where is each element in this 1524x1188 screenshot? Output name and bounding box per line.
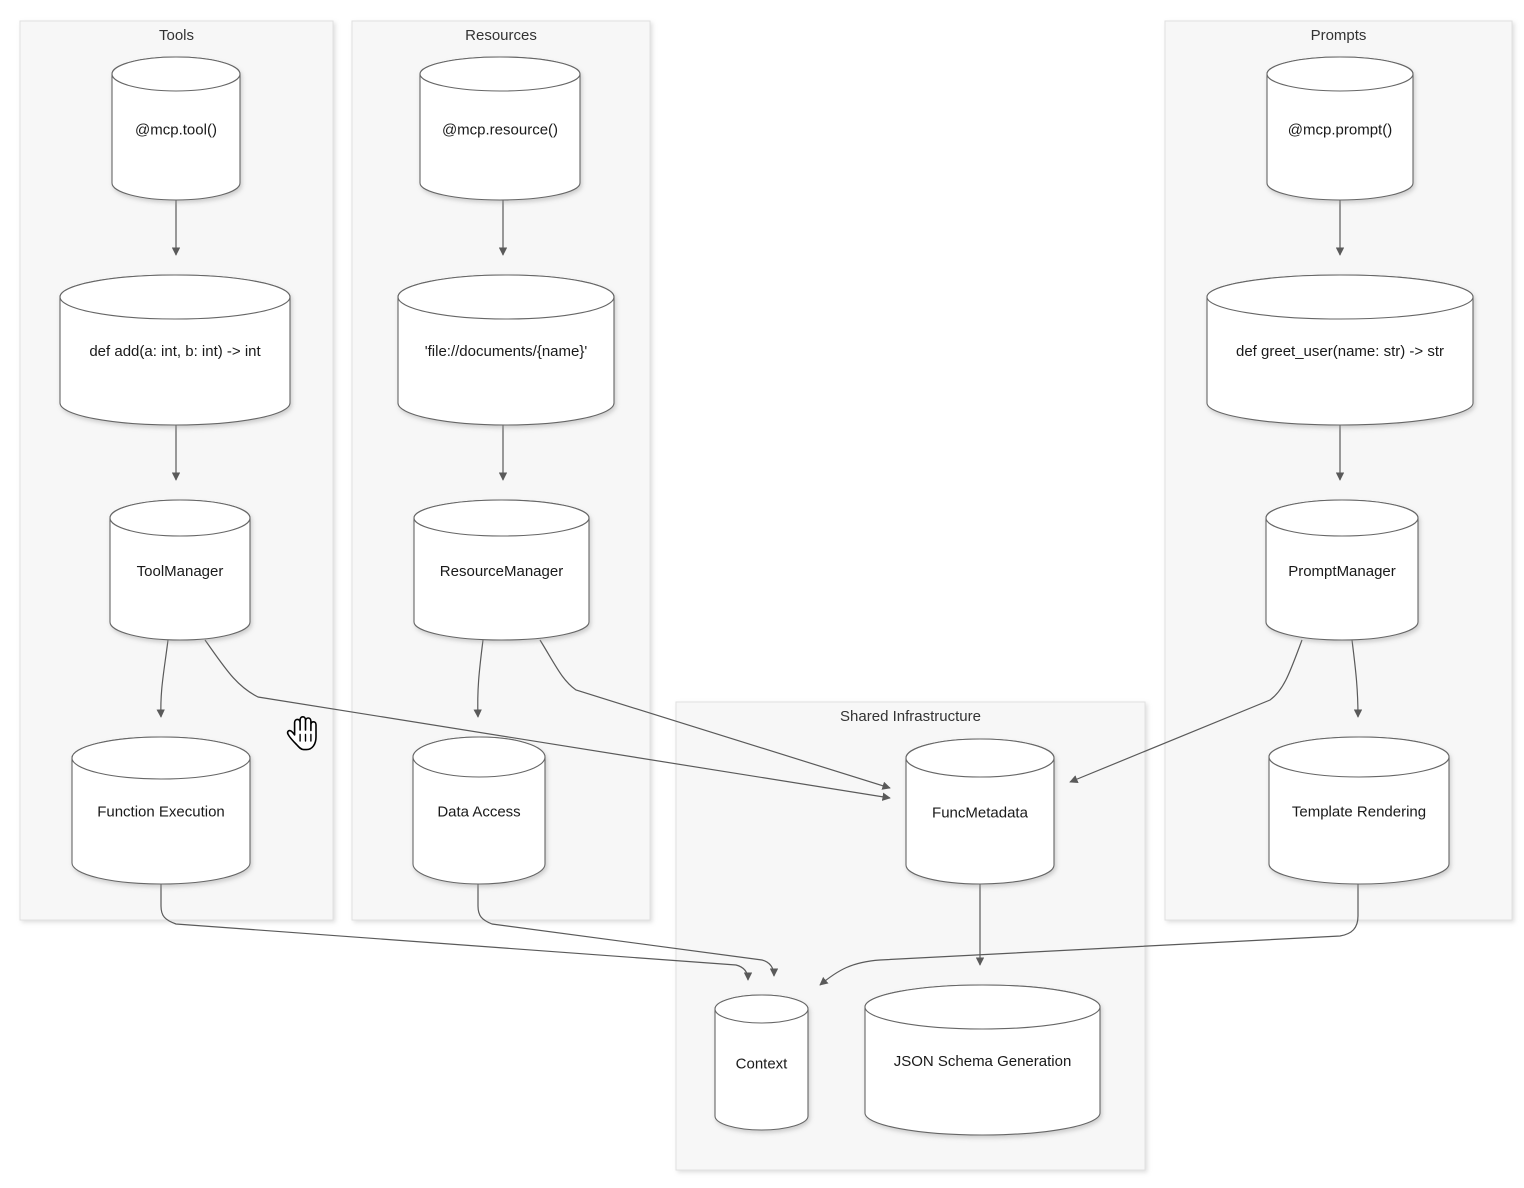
edge-resource-mgr-to-func-metadata [539,639,891,790]
edge-tool-manager-to-func-metadata [204,639,891,801]
node-label: def add(a: int, b: int) -> int [89,343,261,360]
node-label: Data Access [437,803,520,820]
edge-tool-manager-to-function-exec [156,639,169,718]
node-label: @mcp.prompt() [1288,121,1392,138]
edge-data-access-to-context [477,884,779,977]
edge-prompt-mgr-to-func-metadata [1069,639,1303,784]
node-tool-manager[interactable]: ToolManager [109,499,251,641]
node-context[interactable]: Context [714,994,809,1131]
node-mcp-resource[interactable]: @mcp.resource() [419,56,581,201]
cylinder-top [413,499,590,537]
node-label: FuncMetadata [932,804,1029,821]
node-func-metadata[interactable]: FuncMetadata [905,738,1055,885]
node-label: ToolManager [137,563,224,580]
edge-function-exec-to-context [160,884,753,981]
node-json-schema[interactable]: JSON Schema Generation [864,984,1101,1136]
cylinder-top [864,984,1101,1030]
cylinder-top [905,738,1055,778]
node-label: ResourceManager [440,563,563,580]
node-data-access[interactable]: Data Access [412,736,546,885]
node-label: Function Execution [97,803,225,820]
node-label: Template Rendering [1292,803,1426,820]
edge-prompt-mgr-to-template-rend [1351,639,1363,718]
cylinder-top [71,736,251,780]
edge-resource-mgr-to-data-access [473,639,484,718]
node-label: 'file://documents/{name}' [425,343,588,360]
edges [156,200,1363,986]
cylinder-top [1268,736,1450,778]
group-title-tools: Tools [159,27,194,44]
cylinder-top [1266,56,1414,92]
node-file-uri[interactable]: 'file://documents/{name}' [397,274,615,426]
cylinder-top [714,994,809,1024]
node-mcp-prompt[interactable]: @mcp.prompt() [1266,56,1414,201]
node-label: PromptManager [1288,563,1396,580]
nodes: @mcp.tool() def add(a: int, b: int) -> in… [59,56,1474,1136]
node-label: def greet_user(name: str) -> str [1236,343,1444,360]
cylinder-top [111,56,241,92]
node-resource-mgr[interactable]: ResourceManager [413,499,590,641]
node-label: @mcp.tool() [135,121,217,138]
node-mcp-tool[interactable]: @mcp.tool() [111,56,241,201]
node-def-greet[interactable]: def greet_user(name: str) -> str [1206,274,1474,426]
edge-template-rend-to-context [819,884,1359,986]
node-label: Context [736,1055,789,1072]
cylinder-top [1265,499,1419,537]
node-def-add[interactable]: def add(a: int, b: int) -> int [59,274,291,426]
node-function-exec[interactable]: Function Execution [71,736,251,885]
cylinder-top [59,274,291,320]
cylinder-top [397,274,615,320]
cylinder-top [419,56,581,92]
node-template-rend[interactable]: Template Rendering [1268,736,1450,885]
node-prompt-mgr[interactable]: PromptManager [1265,499,1419,641]
group-title-shared: Shared Infrastructure [840,708,981,725]
cylinder-top [1206,274,1474,320]
node-label: JSON Schema Generation [894,1053,1072,1070]
cylinder-top [109,499,251,537]
node-label: @mcp.resource() [442,121,558,138]
group-title-prompts: Prompts [1311,27,1367,44]
cylinder-top [412,736,546,778]
group-title-resources: Resources [465,27,537,44]
